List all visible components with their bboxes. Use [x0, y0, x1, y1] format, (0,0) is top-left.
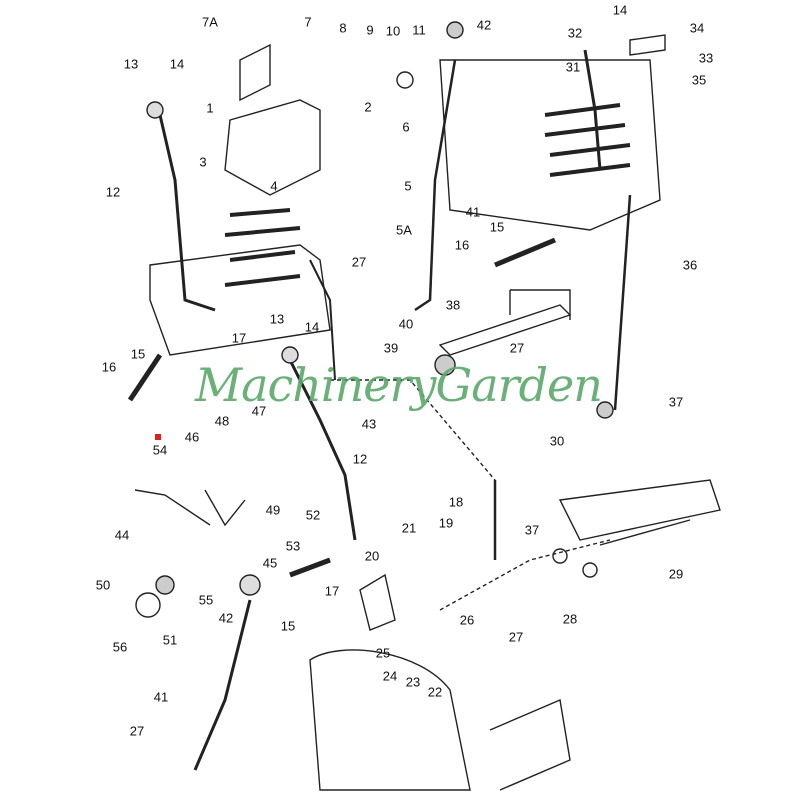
callout-label: 47 — [251, 403, 267, 419]
callout-label: 46 — [184, 429, 200, 445]
callout-label: 40 — [398, 316, 414, 332]
callout-label: 5 — [404, 178, 412, 194]
callout-label: 17 — [324, 583, 340, 599]
callout-label: 20 — [364, 548, 380, 564]
callout-label: 54 — [152, 442, 168, 458]
callout-label: 30 — [549, 433, 565, 449]
callout-label: 24 — [382, 668, 398, 684]
callout-label: 39 — [383, 340, 399, 356]
left-console — [149, 244, 331, 356]
frame-29 — [558, 479, 721, 546]
callout-label: 26 — [459, 612, 475, 628]
callout-label: 27 — [351, 254, 367, 270]
lever-12-bottom — [288, 359, 357, 541]
callout-label: 32 — [567, 25, 583, 41]
callout-label: 28 — [562, 611, 578, 627]
callout-label: 18 — [448, 494, 464, 510]
callout-label: 56 — [112, 639, 128, 655]
lever-12-top — [158, 114, 216, 312]
rod-36 — [613, 194, 632, 411]
callout-label: 36 — [682, 257, 698, 273]
callout-label: 55 — [198, 592, 214, 608]
callout-label: 16 — [101, 359, 117, 375]
callout-label: 22 — [427, 684, 443, 700]
callout-label: 13 — [269, 311, 285, 327]
callout-label: 14 — [304, 319, 320, 335]
callout-label: 41 — [153, 689, 169, 705]
callout-label: 35 — [691, 72, 707, 88]
callout-label: 44 — [114, 527, 130, 543]
lower-housing — [309, 649, 471, 791]
callout-label: 42 — [476, 17, 492, 33]
callout-label: 19 — [438, 515, 454, 531]
callout-label: 4 — [270, 178, 278, 194]
callout-label: 8 — [339, 20, 347, 36]
callout-label: 7 — [304, 14, 312, 30]
rod-41-top — [414, 59, 457, 312]
callout-label: 45 — [262, 555, 278, 571]
callout-label: 37 — [668, 394, 684, 410]
callout-label: 51 — [162, 632, 178, 648]
callout-label: 6 — [402, 119, 410, 135]
callout-label: 14 — [169, 56, 185, 72]
callout-label: 9 — [366, 22, 374, 38]
callout-label: 33 — [698, 50, 714, 66]
right-console — [439, 59, 661, 231]
callout-label: 14 — [612, 2, 628, 18]
callout-label: 52 — [305, 507, 321, 523]
rod-41-bottom — [193, 599, 252, 771]
callout-label: 12 — [352, 451, 368, 467]
lever-31 — [583, 49, 602, 171]
callout-label: 2 — [364, 99, 372, 115]
callout-label: 13 — [123, 56, 139, 72]
callout-label: 49 — [265, 502, 281, 518]
callout-label: 31 — [565, 59, 581, 75]
callout-label: 27 — [508, 629, 524, 645]
callout-label: 42 — [218, 610, 234, 626]
callout-label: 5A — [396, 222, 412, 238]
callout-label: 50 — [95, 577, 111, 593]
callout-label: 17 — [231, 330, 247, 346]
callout-label: 15 — [130, 346, 146, 362]
shaft-38 — [438, 304, 572, 356]
callout-label: 37 — [524, 522, 540, 538]
callout-label: 15 — [489, 219, 505, 235]
callout-label: 3 — [199, 154, 207, 170]
callout-label: 10 — [385, 23, 401, 39]
highlight-marker — [155, 434, 161, 440]
quadrant-panel — [224, 99, 321, 196]
callout-label: 11 — [412, 22, 426, 38]
callout-label: 21 — [401, 520, 417, 536]
callout-label: 41 — [465, 204, 481, 220]
callout-label: 53 — [285, 538, 301, 554]
callout-label: 1 — [206, 100, 214, 116]
callout-label: 27 — [129, 723, 145, 739]
callout-label: 23 — [405, 674, 421, 690]
callout-label: 38 — [445, 297, 461, 313]
callout-label: 48 — [214, 413, 230, 429]
callout-label: 34 — [689, 20, 705, 36]
callout-label: 15 — [280, 618, 296, 634]
callout-label: 29 — [668, 566, 684, 582]
callout-label: 12 — [105, 184, 121, 200]
callout-label: 25 — [375, 645, 391, 661]
callout-label: 16 — [454, 237, 470, 253]
callout-label: 43 — [361, 416, 377, 432]
watermark: MachineryGarden — [195, 358, 603, 412]
callout-label: 7A — [202, 14, 218, 30]
callout-label: 27 — [509, 340, 525, 356]
